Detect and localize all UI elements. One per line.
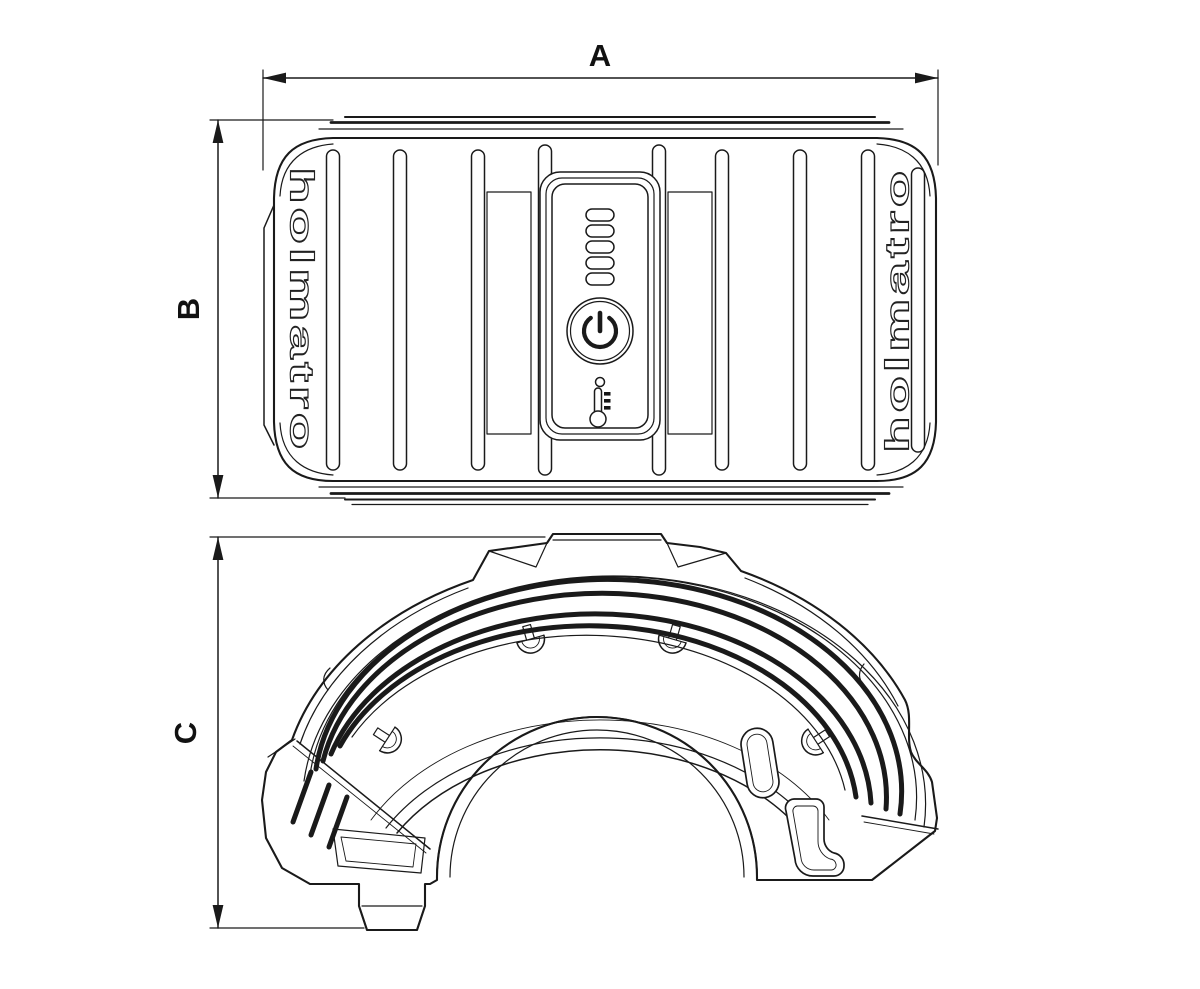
grip-rib — [860, 149, 876, 471]
crown-ear-fold-left — [488, 542, 548, 568]
crown-ear-fold-right — [666, 542, 727, 568]
band-arc-rib — [328, 611, 874, 806]
led-slot — [585, 240, 615, 254]
side-profile-view — [260, 532, 939, 932]
grip-rib — [325, 149, 341, 471]
foot-top-edge — [267, 738, 296, 758]
grip-rib — [392, 149, 408, 471]
brand-text-left: holmatro — [284, 167, 321, 453]
status-dot — [594, 376, 606, 388]
dimension-c: C — [168, 536, 546, 929]
led-slot — [585, 256, 615, 270]
power-icon — [581, 310, 619, 350]
foot-pocket-outer — [332, 828, 426, 874]
grip-rib — [792, 149, 808, 471]
dimension-b-label: B — [171, 298, 206, 320]
led-indicator-slots — [585, 208, 615, 286]
foot-ridge-line — [296, 740, 431, 850]
control-panel — [539, 171, 661, 441]
band-arc-rib — [320, 590, 889, 812]
thermometer-icon — [589, 387, 611, 428]
dimension-a-arrow-right — [915, 72, 938, 84]
dimension-c-arrow-top — [212, 537, 224, 560]
brand-text-right: holmatro — [879, 167, 916, 453]
grip-rib — [470, 149, 486, 471]
band-arc-rib — [337, 623, 859, 800]
flank-inner-line-right — [744, 577, 899, 707]
dimension-b-arrow-top — [212, 120, 224, 143]
dimension-b: B — [171, 119, 346, 499]
rib-ledge-line — [863, 821, 935, 835]
foot-pocket-inner — [340, 836, 417, 868]
foot-grille — [290, 769, 350, 850]
led-slot — [585, 208, 615, 222]
corner-bevel — [279, 143, 334, 197]
dimension-a-label: A — [589, 38, 611, 73]
dimension-a: A — [262, 38, 939, 171]
led-slot — [585, 224, 615, 238]
vent-hatch-panel-left — [486, 191, 532, 435]
grip-rib — [910, 167, 926, 453]
band-arc-thin — [303, 575, 927, 828]
power-button — [566, 297, 634, 365]
grip-rib — [714, 149, 730, 471]
dimension-a-arrow-left — [263, 72, 286, 84]
stadium-slot — [740, 727, 780, 799]
corner-bevel — [279, 422, 334, 476]
dimension-c-arrow-bottom — [212, 905, 224, 928]
end-bumper-left — [263, 204, 275, 446]
power-button-ring-inner — [569, 300, 631, 362]
flank-inner-line-left — [299, 587, 469, 745]
band-arc-rib — [313, 576, 905, 817]
corner-bevel — [876, 143, 931, 197]
opening-arc-outer — [436, 716, 758, 878]
opening-arc-inner — [449, 729, 745, 878]
dimension-b-arrow-bottom — [212, 475, 224, 498]
corner-bevel — [876, 422, 931, 476]
led-slot — [585, 272, 615, 286]
band-arc-thin — [351, 634, 846, 791]
dimension-c-label: C — [168, 722, 203, 744]
vent-hatch-panel-right — [667, 191, 713, 435]
foot-ridge-line — [292, 745, 427, 854]
j-slot — [784, 798, 845, 877]
rib-ledge-line — [861, 815, 939, 830]
top-view: holmatro holmatro — [263, 115, 938, 506]
flank-notch — [323, 667, 331, 691]
